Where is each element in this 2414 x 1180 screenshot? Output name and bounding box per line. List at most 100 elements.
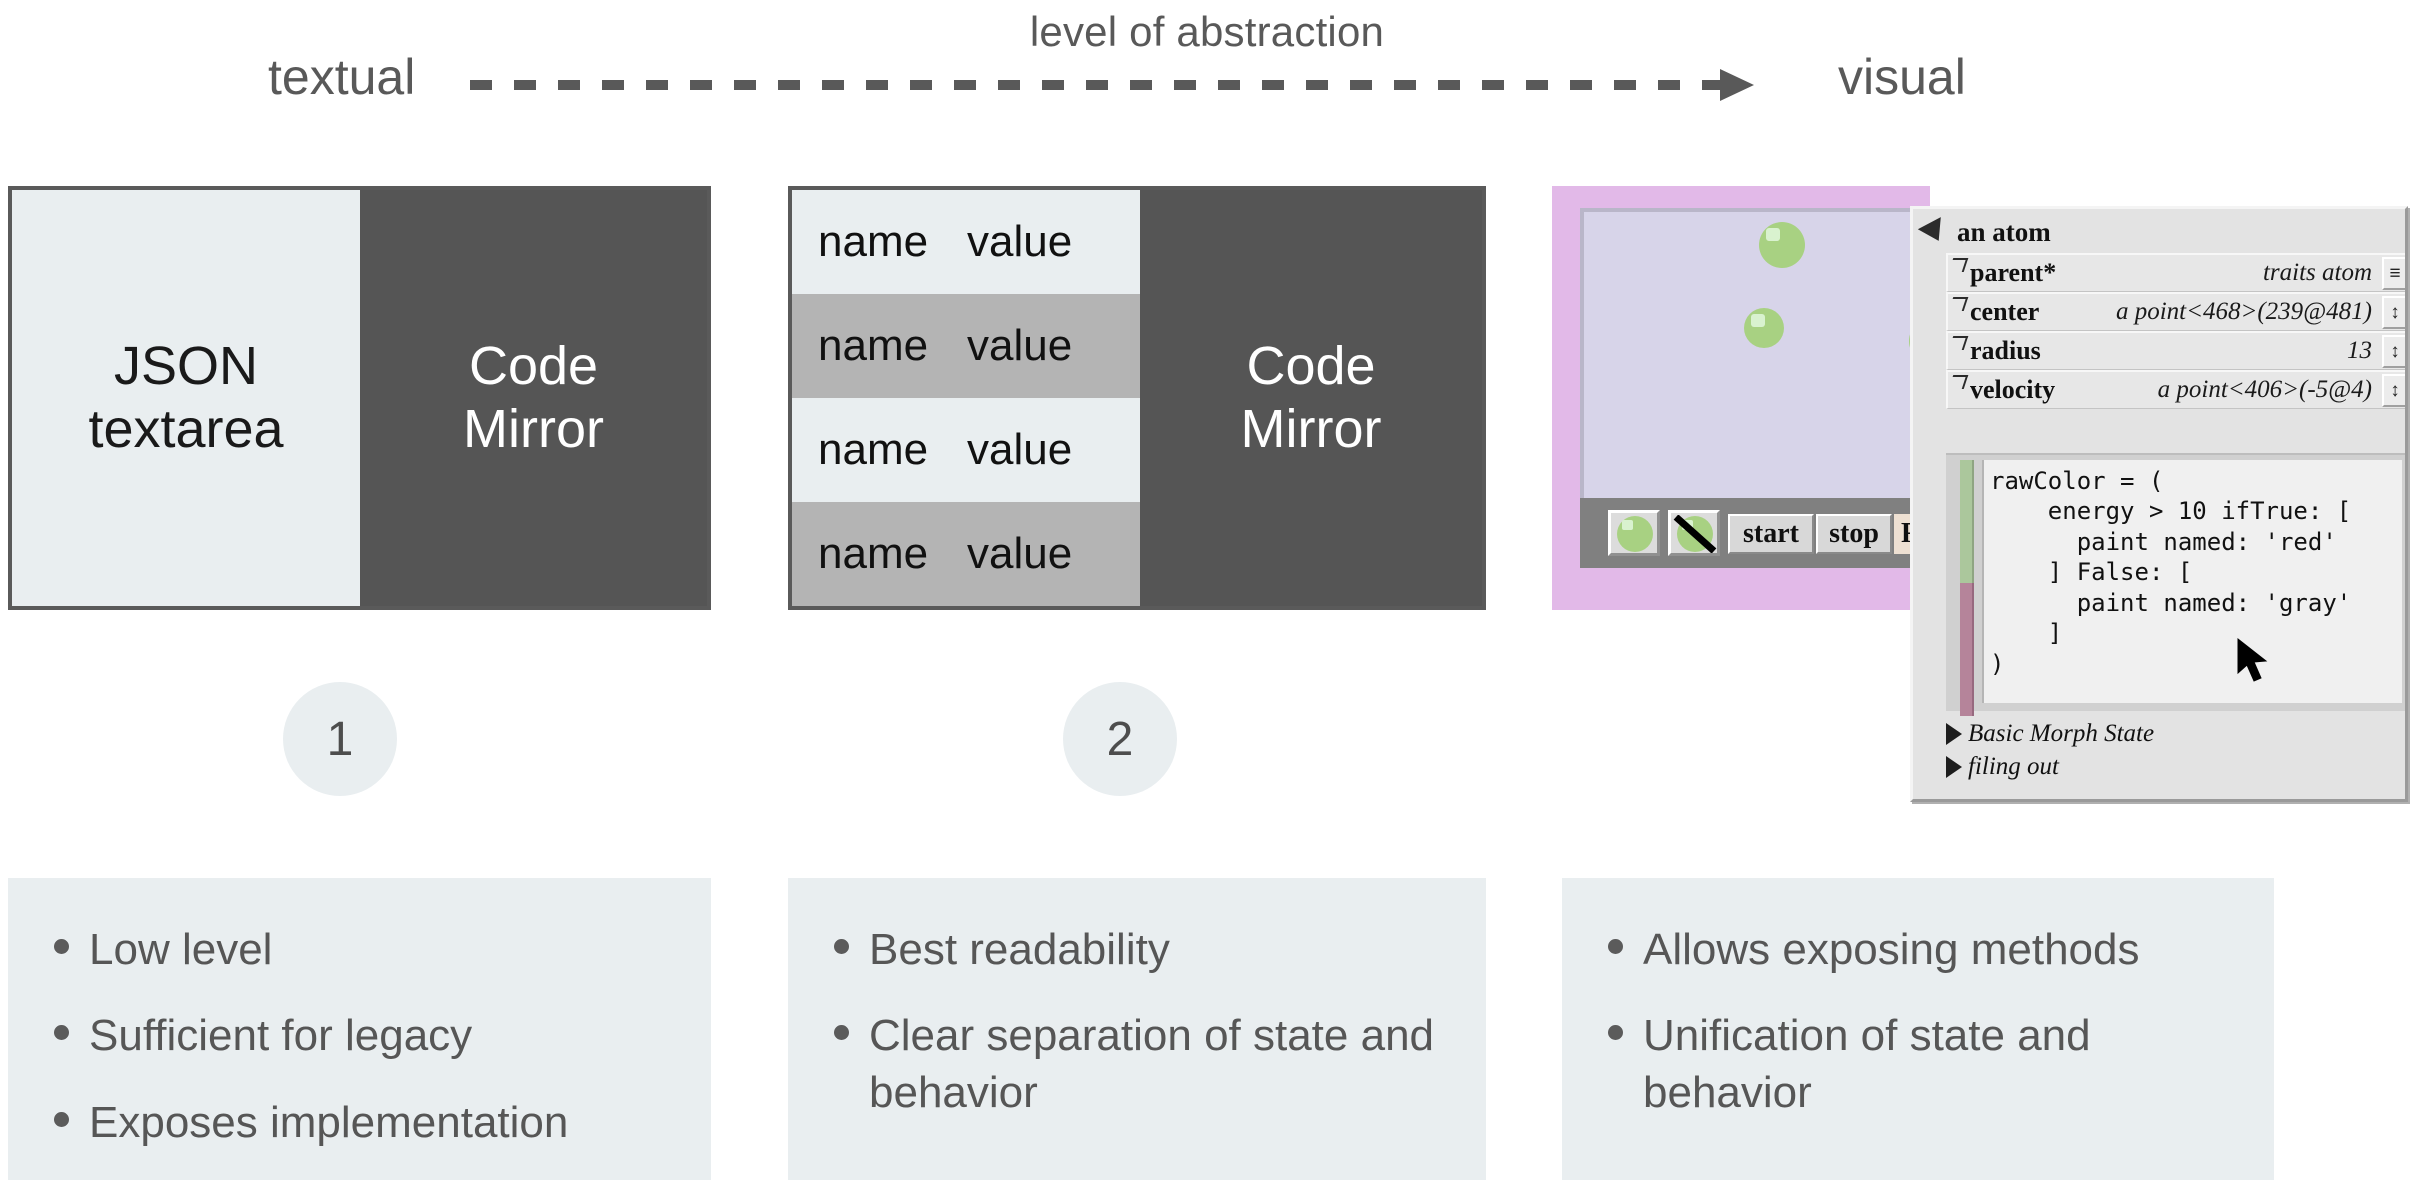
atom-morph[interactable] [1744, 308, 1784, 348]
code-source[interactable]: rawColor = ( energy > 10 ifTrue: [ paint… [1982, 460, 2402, 703]
inspector-field-radius[interactable]: radius 13 ↕ [1946, 331, 2405, 370]
object-inspector-window: an atom parent* traits atom ≡ center a p… [1910, 206, 2408, 802]
field-flag-icon [1948, 336, 1969, 350]
list-item: Sufficient for legacy [54, 1008, 675, 1064]
axis-dash-line [470, 80, 1725, 90]
inspector-titlebar[interactable]: an atom [1917, 215, 2051, 249]
field-name: radius [1970, 336, 2041, 365]
bullet-text: Low level [89, 925, 273, 974]
mouse-cursor-icon [2237, 637, 2268, 682]
list-item: Best readability [834, 922, 1450, 978]
inspector-code-editor[interactable]: rawColor = ( energy > 10 ifTrue: [ paint… [1946, 453, 2405, 716]
field-stepper-icon[interactable]: ↕ [2382, 295, 2405, 329]
field-menu-icon[interactable]: ≡ [2382, 256, 2405, 290]
field-flag-icon [1948, 375, 1969, 389]
inspector-expanders: Basic Morph State filing out [1946, 717, 2405, 783]
table-cell-value: value [967, 321, 1073, 370]
bullet-text: Allows exposing methods [1643, 925, 2140, 974]
expand-triangle-icon[interactable] [1946, 722, 1962, 745]
expand-triangle-icon[interactable] [1946, 755, 1962, 778]
field-value: a point<406>(-5@4) [2157, 376, 2372, 403]
axis-caption: level of abstraction [1029, 8, 1385, 55]
abstraction-axis: level of abstraction textual visual [0, 0, 2414, 130]
atom-morph[interactable] [1759, 222, 1805, 268]
bullet-dot-icon [834, 1025, 849, 1041]
bullet-dot-icon [834, 939, 849, 954]
atom-highlight [1622, 520, 1633, 530]
table-row[interactable]: name value [792, 502, 1140, 606]
bullet-dot-icon [54, 1111, 69, 1127]
list-item: Allows exposing methods [1608, 922, 2238, 978]
arrow-head-icon [1720, 69, 1754, 101]
list-item: Exposes implementation [54, 1095, 675, 1151]
expander-basic-morph-state[interactable]: Basic Morph State [1946, 717, 2405, 750]
inspector-title: an atom [1957, 216, 2051, 247]
table-cell-value: value [967, 425, 1073, 474]
table-row[interactable]: name value [792, 398, 1140, 502]
field-stepper-icon[interactable]: ↕ [2382, 334, 2405, 368]
name-value-table: name value name value name value name va… [792, 190, 1140, 606]
axis-dashed-arrow [470, 69, 1775, 101]
field-flag-icon [1948, 297, 1969, 311]
field-name: parent* [1970, 258, 2057, 287]
table-row[interactable]: name value [792, 294, 1140, 398]
axis-left-label: textual [268, 49, 416, 105]
stop-button[interactable]: stop [1816, 514, 1892, 554]
inspector-field-velocity[interactable]: velocity a point<406>(-5@4) ↕ [1946, 370, 2405, 409]
table-cell-name: name [818, 425, 929, 474]
table-cell-name: name [818, 321, 929, 370]
slash-overlay-icon [1673, 515, 1717, 553]
field-value: 13 [2347, 337, 2372, 364]
pros-box-1: Low level Sufficient for legacy Exposes … [8, 878, 711, 1180]
accept-gutter-icon[interactable] [1960, 460, 1974, 583]
step-badge-1: 1 [283, 682, 397, 796]
expander-label: filing out [1968, 752, 2059, 780]
expander-label: Basic Morph State [1968, 719, 2155, 747]
field-value: a point<468>(239@481) [2115, 298, 2372, 325]
mockup-panel-name-value-table: name value name value name value name va… [788, 186, 1486, 610]
bullet-dot-icon [54, 1025, 69, 1041]
field-value: traits atom [2262, 259, 2372, 286]
table-cell-value: value [967, 529, 1073, 578]
bullet-dot-icon [54, 939, 69, 954]
inspector-field-list: parent* traits atom ≡ center a point<468… [1946, 253, 2405, 409]
table-row[interactable]: name value [792, 190, 1140, 294]
expander-filing-out[interactable]: filing out [1946, 750, 2405, 783]
pros-box-3: Allows exposing methods Unification of s… [1562, 878, 2274, 1180]
pros-box-2: Best readability Clear separation of sta… [788, 878, 1486, 1180]
field-name: velocity [1970, 375, 2056, 404]
atom-glyph [1617, 516, 1653, 552]
start-button[interactable]: start [1728, 514, 1814, 554]
remove-atom-icon[interactable] [1668, 510, 1720, 556]
field-name: center [1970, 297, 2040, 326]
inspector-field-parent[interactable]: parent* traits atom ≡ [1946, 253, 2405, 292]
table-cell-name: name [818, 529, 929, 578]
cancel-gutter-icon[interactable] [1960, 583, 1974, 716]
axis-right-label: visual [1838, 49, 1966, 105]
bullet-dot-icon [1608, 1025, 1623, 1041]
bullet-text: Clear separation of state and behavior [869, 1011, 1435, 1117]
atom-highlight [1766, 228, 1780, 241]
collapse-triangle-icon[interactable] [1917, 217, 1951, 247]
table-cell-value: value [967, 217, 1073, 266]
list-item: Clear separation of state and behavior [834, 1008, 1450, 1121]
list-item: Unification of state and behavior [1608, 1008, 2238, 1121]
atom-highlight [1751, 314, 1765, 327]
inspector-field-center[interactable]: center a point<468>(239@481) ↕ [1946, 292, 2405, 331]
field-flag-icon [1948, 258, 1969, 272]
bullet-text: Unification of state and behavior [1643, 1011, 2091, 1117]
bullet-dot-icon [1608, 939, 1623, 954]
add-atom-icon[interactable] [1608, 510, 1660, 556]
code-accept-cancel-gutter[interactable] [1960, 460, 1974, 716]
step-badge-2: 2 [1063, 682, 1177, 796]
list-item: Low level [54, 922, 675, 978]
bullet-text: Exposes implementation [89, 1097, 569, 1147]
field-stepper-icon[interactable]: ↕ [2382, 373, 2405, 407]
